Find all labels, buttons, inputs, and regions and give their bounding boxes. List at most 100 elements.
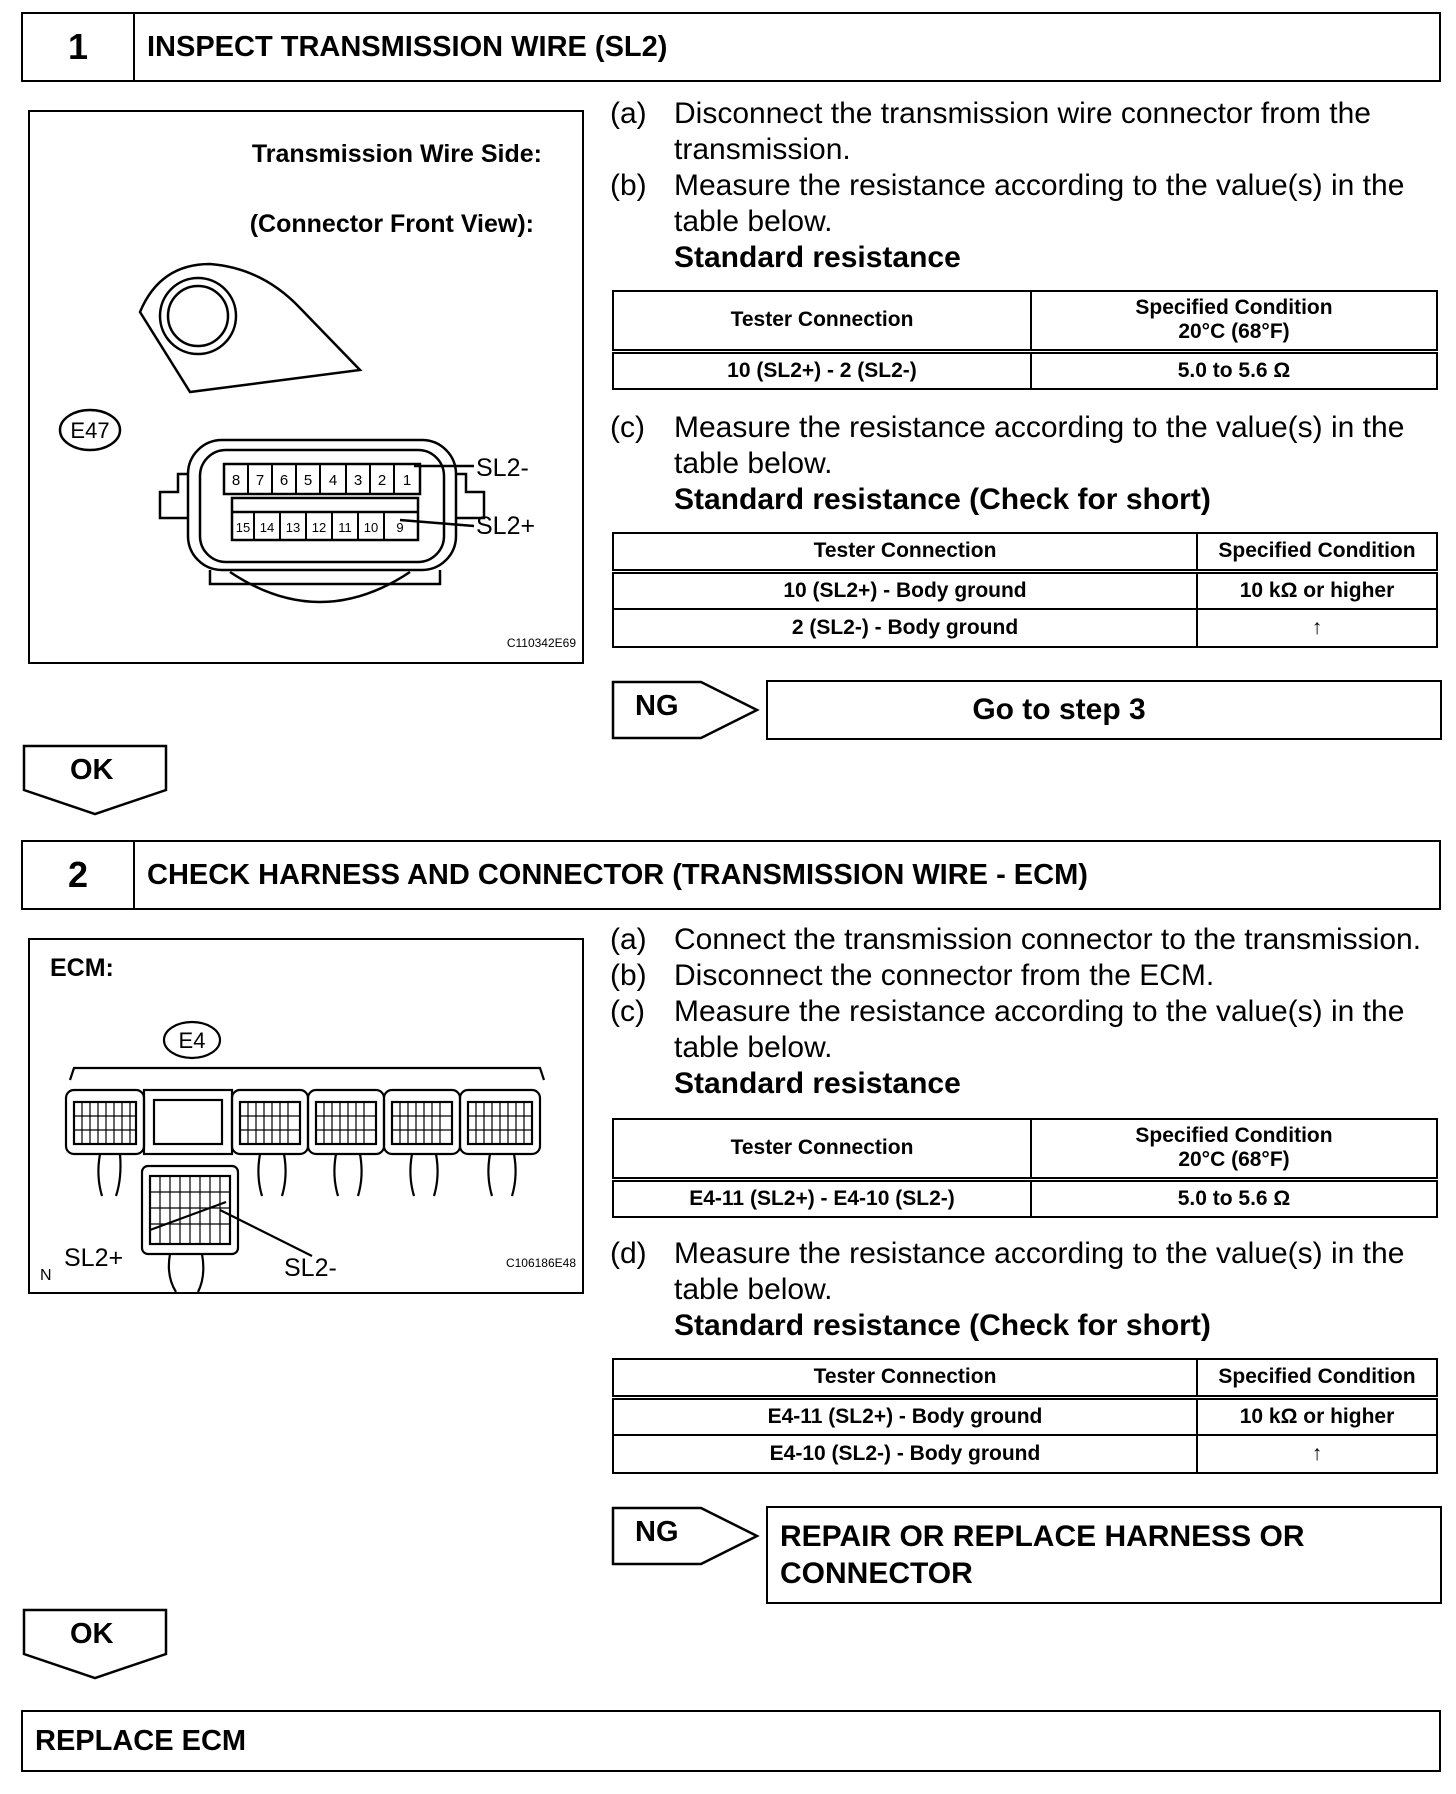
e47-pin-12: 12 <box>312 520 326 535</box>
standard-label: Standard resistance (Check for short) <box>610 1308 1430 1344</box>
table-cell: E4-10 (SL2-) - Body ground <box>612 1434 1198 1474</box>
standard-resistance-label: Standard resistance <box>674 1067 961 1100</box>
ecm-callout-sl2-plus: SL2+ <box>64 1244 123 1272</box>
instruction-letter: (b) <box>610 959 647 992</box>
step2-ng-arrow: NG <box>611 1506 761 1566</box>
table-row: E4-11 (SL2+) - Body ground 10 kΩ or high… <box>612 1396 1438 1436</box>
e47-pin-9: 9 <box>396 520 403 535</box>
e47-callout-sl2-plus: SL2+ <box>476 512 535 540</box>
table-cell: 10 (SL2+) - 2 (SL2-) <box>612 350 1032 390</box>
e47-pin-4: 4 <box>329 472 337 489</box>
ok-arrow-icon <box>22 1608 168 1680</box>
table-cell: E4-11 (SL2+) - Body ground <box>612 1396 1198 1436</box>
step2-table2: Tester Connection Specified Condition E4… <box>612 1358 1438 1474</box>
table-cell: 10 kΩ or higher <box>1196 570 1438 610</box>
step2-table1: Tester Connection Specified Condition 20… <box>612 1118 1438 1218</box>
table-header-tester: Tester Connection <box>612 532 1198 574</box>
table-header-condition-line2: 20°C (68°F) <box>1178 320 1290 344</box>
step2-instruction-d: (d) Measure the resistance according to … <box>610 1236 1430 1344</box>
step2-instructions: (a) Connect the transmission connector t… <box>610 922 1450 1102</box>
step1-table2: Tester Connection Specified Condition 10… <box>612 532 1438 648</box>
table-row: 10 (SL2+) - Body ground 10 kΩ or higher <box>612 570 1438 610</box>
figure-code: C106186E48 <box>505 1256 576 1270</box>
instruction-a: (a) Connect the transmission connector t… <box>610 922 1450 958</box>
ng-arrow-icon <box>611 680 760 740</box>
standard-label: Standard resistance (Check for short) <box>610 482 1430 518</box>
instruction-b: (b) Measure the resistance according to … <box>610 168 1430 240</box>
e47-pin-15: 15 <box>236 520 250 535</box>
table-cell: 5.0 to 5.6 Ω <box>1030 350 1438 390</box>
e47-pin-1: 1 <box>403 472 411 489</box>
instruction-text: Disconnect the connector from the ECM. <box>674 959 1215 992</box>
instruction-letter: (c) <box>610 995 645 1028</box>
instruction-text: Measure the resistance according to the … <box>674 411 1405 480</box>
instruction-b: (b) Disconnect the connector from the EC… <box>610 958 1450 994</box>
table-cell: 10 (SL2+) - Body ground <box>612 570 1198 610</box>
ecm-callout-sl2-minus: SL2- <box>284 1254 337 1282</box>
step2-title: CHECK HARNESS AND CONNECTOR (TRANSMISSIO… <box>147 858 1088 891</box>
table-header-condition: Specified Condition 20°C (68°F) <box>1030 1118 1438 1182</box>
instruction-c: (c) Measure the resistance according to … <box>610 410 1430 482</box>
ng-label: NG <box>635 690 679 722</box>
step1-title: INSPECT TRANSMISSION WIRE (SL2) <box>147 30 668 63</box>
ok-label: OK <box>70 754 114 786</box>
e47-callout-sl2-minus: SL2- <box>476 454 529 482</box>
ecm-connector-drawing: E4 SL2+ SL2- N <box>40 1020 546 1293</box>
instruction-d: (d) Measure the resistance according to … <box>610 1236 1430 1308</box>
e47-pin-6: 6 <box>280 472 288 489</box>
e47-pin-8: 8 <box>232 472 240 489</box>
step1-figure: 8 7 6 5 4 3 2 1 15 14 13 12 11 10 9 E47 … <box>28 110 584 664</box>
step2-number: 2 <box>23 842 135 908</box>
table-cell: E4-11 (SL2+) - E4-10 (SL2-) <box>612 1178 1032 1218</box>
table-header-tester: Tester Connection <box>612 290 1032 354</box>
ng-result-text: Go to step 3 <box>972 693 1146 726</box>
table-cell: 10 kΩ or higher <box>1196 1396 1438 1436</box>
table-cell: ↑ <box>1196 1434 1438 1474</box>
step1-ng-arrow: NG <box>611 680 761 740</box>
figure-label-ecm: ECM: <box>50 954 114 982</box>
table-header-tester: Tester Connection <box>612 1118 1032 1182</box>
e47-pin-2: 2 <box>378 472 386 489</box>
instruction-letter: (a) <box>610 97 647 130</box>
step1-instructions: (a) Disconnect the transmission wire con… <box>610 96 1430 276</box>
step1-header: 1 INSPECT TRANSMISSION WIRE (SL2) <box>21 12 1441 82</box>
e4-connector-id: E4 <box>179 1028 206 1053</box>
e47-connector-drawing: 8 7 6 5 4 3 2 1 15 14 13 12 11 10 9 E47 … <box>58 262 535 604</box>
table-row: 2 (SL2-) - Body ground ↑ <box>612 608 1438 648</box>
ng-result-line2: CONNECTOR <box>780 1557 973 1590</box>
standard-label: Standard resistance <box>610 1066 1450 1102</box>
instruction-letter: (a) <box>610 923 647 956</box>
step1-table1: Tester Connection Specified Condition 20… <box>612 290 1438 390</box>
step2-header: 2 CHECK HARNESS AND CONNECTOR (TRANSMISS… <box>21 840 1441 910</box>
e47-pin-7: 7 <box>256 472 264 489</box>
e47-pin-13: 13 <box>286 520 300 535</box>
table-cell: 2 (SL2-) - Body ground <box>612 608 1198 648</box>
e47-pin-14: 14 <box>260 520 274 535</box>
figure-code: C110342E69 <box>506 636 576 650</box>
instruction-text: Measure the resistance according to the … <box>674 1237 1405 1306</box>
instruction-text: Disconnect the transmission wire connect… <box>674 97 1371 166</box>
standard-resistance-short-label: Standard resistance (Check for short) <box>674 483 1211 516</box>
ng-label: NG <box>635 1516 679 1548</box>
table-row: E4-11 (SL2+) - E4-10 (SL2-) 5.0 to 5.6 Ω <box>612 1178 1438 1218</box>
table-header-condition: Specified Condition 20°C (68°F) <box>1030 290 1438 354</box>
e47-pin-11: 11 <box>338 520 352 535</box>
table-header-condition-line1: Specified Condition <box>1135 296 1333 320</box>
instruction-text: Connect the transmission connector to th… <box>674 923 1422 956</box>
instruction-text: Measure the resistance according to the … <box>674 995 1405 1064</box>
instruction-a: (a) Disconnect the transmission wire con… <box>610 96 1430 168</box>
step2-ng-result: REPAIR OR REPLACE HARNESS OR CONNECTOR <box>766 1506 1442 1604</box>
final-step-box: REPLACE ECM <box>21 1710 1441 1772</box>
standard-resistance-short-label: Standard resistance (Check for short) <box>674 1309 1211 1342</box>
standard-resistance-label: Standard resistance <box>674 241 961 274</box>
table-header-condition: Specified Condition <box>1196 1358 1438 1400</box>
ng-arrow-icon <box>611 1506 760 1566</box>
step2-figure: E4 SL2+ SL2- N ECM: C106186E48 <box>28 938 584 1294</box>
table-header-tester: Tester Connection <box>612 1358 1198 1400</box>
standard-label: Standard resistance <box>610 240 1430 276</box>
step1-instruction-c: (c) Measure the resistance according to … <box>610 410 1430 518</box>
figure-label-side: Transmission Wire Side: <box>251 140 542 168</box>
step1-number: 1 <box>23 14 135 80</box>
table-row: 10 (SL2+) - 2 (SL2-) 5.0 to 5.6 Ω <box>612 350 1438 390</box>
ok-label: OK <box>70 1618 114 1650</box>
